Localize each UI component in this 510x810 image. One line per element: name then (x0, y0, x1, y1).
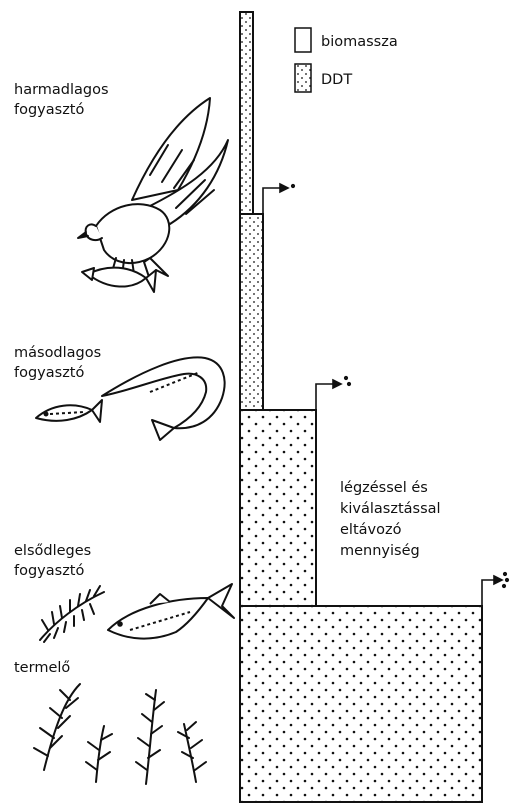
outflow-arrow-icon (316, 377, 350, 410)
eagle-icon (78, 98, 228, 292)
level-labels: harmadlagos fogyasztó másodlagos fogyasz… (14, 82, 109, 676)
plant-icon (86, 726, 112, 782)
fish-icon (36, 400, 102, 422)
label-secondary-line2: fogyasztó (14, 365, 84, 381)
outflow-note: légzéssel és kiválasztással eltávozó men… (340, 480, 441, 559)
pyramid-bars (240, 12, 482, 802)
plant-icon (136, 690, 164, 784)
plant-icon (178, 722, 206, 782)
label-producer: termelő (14, 660, 70, 676)
legend-ddt-swatch (295, 64, 311, 92)
label-primary-line2: fogyasztó (14, 563, 84, 579)
label-tertiary-line1: harmadlagos (14, 82, 109, 98)
label-primary-line1: elsődleges (14, 543, 91, 559)
insect-larva-icon (40, 586, 104, 642)
legend-biomass-swatch (295, 28, 311, 52)
outflow-arrow-icon (482, 573, 508, 606)
bar-tertiary-ddt (240, 12, 253, 214)
label-tertiary-line2: fogyasztó (14, 102, 84, 118)
bar-primary-ddt (240, 410, 316, 606)
legend-biomass-label: biomassza (321, 34, 398, 50)
note-line3: eltávozó (340, 522, 402, 538)
fish-icon (102, 357, 225, 440)
plant-icon (34, 684, 80, 770)
note-line1: légzéssel és (340, 480, 428, 496)
note-line4: mennyiség (340, 543, 420, 559)
legend-ddt-label: DDT (321, 72, 352, 88)
bar-secondary-ddt (240, 214, 263, 410)
bar-producer-ddt (240, 606, 482, 802)
outflow-arrow-icon (263, 184, 294, 214)
note-line2: kiválasztással (340, 501, 441, 517)
legend: biomassza DDT (295, 28, 398, 92)
label-secondary-line1: másodlagos (14, 345, 101, 361)
fish-icon (108, 584, 234, 639)
